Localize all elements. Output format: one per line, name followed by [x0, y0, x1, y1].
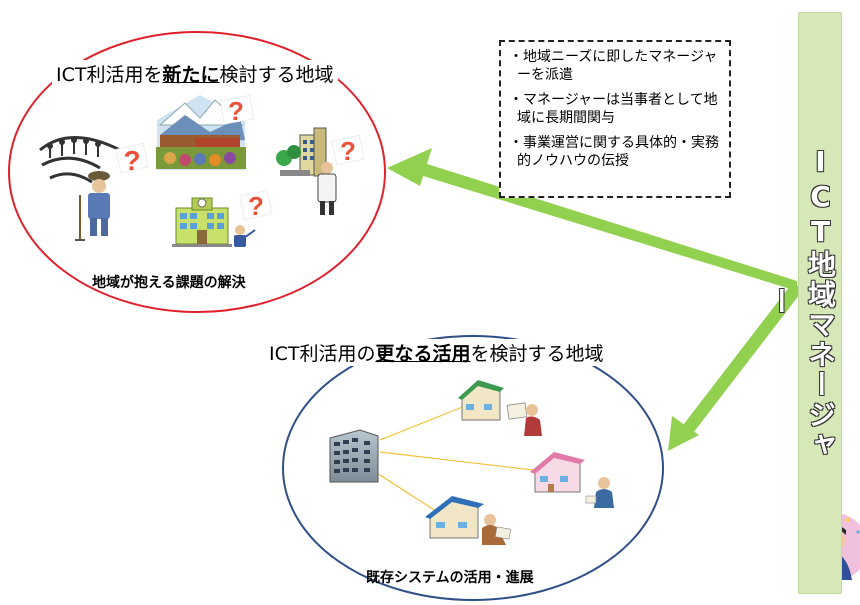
svg-text:?: ?: [228, 96, 244, 126]
further-region-title: ICT利活用の更なる活用を検討する地域: [265, 339, 608, 366]
house-icon: [530, 452, 585, 493]
doctor-icon: [317, 162, 337, 215]
note-item: ・マネージャーは当事者として地域に長期間関与: [509, 92, 718, 126]
new-region-title: ICT利活用を新たに検討する地域: [52, 60, 338, 87]
further-region-title-emphasis: 更なる活用: [375, 343, 471, 365]
note-item: ・事業運営に関する具体的・実務的ノウハウの伝授: [509, 135, 719, 169]
question-icon: ?: [115, 143, 149, 176]
further-region-ellipse: [282, 335, 664, 601]
office-building-icon: [329, 429, 379, 483]
further-region-caption: 既存システムの活用・進展: [366, 570, 534, 586]
new-region-title-prefix: ICT利活用を: [56, 64, 163, 86]
new-region-title-emphasis: 新たに: [162, 64, 220, 86]
elderly-person-icon: [585, 477, 614, 508]
new-region-ellipse: [8, 31, 386, 313]
question-icon: ?: [219, 95, 255, 126]
manager-notes-box: ・地域ニーズに即したマネージャーを派遣 ・マネージャーは当事者として地域に長期間…: [499, 40, 731, 198]
svg-text:?: ?: [248, 191, 264, 221]
note-item: ・地域ニーズに即したマネージャーを派遣: [509, 49, 718, 83]
svg-text:?: ?: [123, 145, 140, 176]
further-region-title-suffix: を検討する地域: [470, 343, 604, 365]
ict-manager-sidebar: [798, 12, 842, 594]
elderly-person-icon: [482, 514, 512, 545]
further-region-title-prefix: ICT利活用の: [269, 343, 376, 365]
house-icon: [425, 496, 484, 539]
farmer-icon: [75, 171, 110, 241]
teacher-icon: [234, 225, 256, 247]
svg-text:?: ?: [340, 136, 356, 166]
school-building-icon: [172, 197, 232, 247]
question-icon: ?: [331, 135, 365, 166]
new-region-title-suffix: 検討する地域: [219, 64, 334, 86]
new-region-caption: 地域が抱える課題の解決: [92, 275, 246, 291]
city-buildings-icon: [276, 127, 327, 177]
elderly-person-icon: [506, 402, 542, 436]
sidebar-label: ICT地域マネージャー: [764, 144, 837, 460]
farmland-icon: [39, 136, 121, 184]
house-icon: [458, 380, 504, 421]
question-icon: ?: [239, 190, 273, 221]
